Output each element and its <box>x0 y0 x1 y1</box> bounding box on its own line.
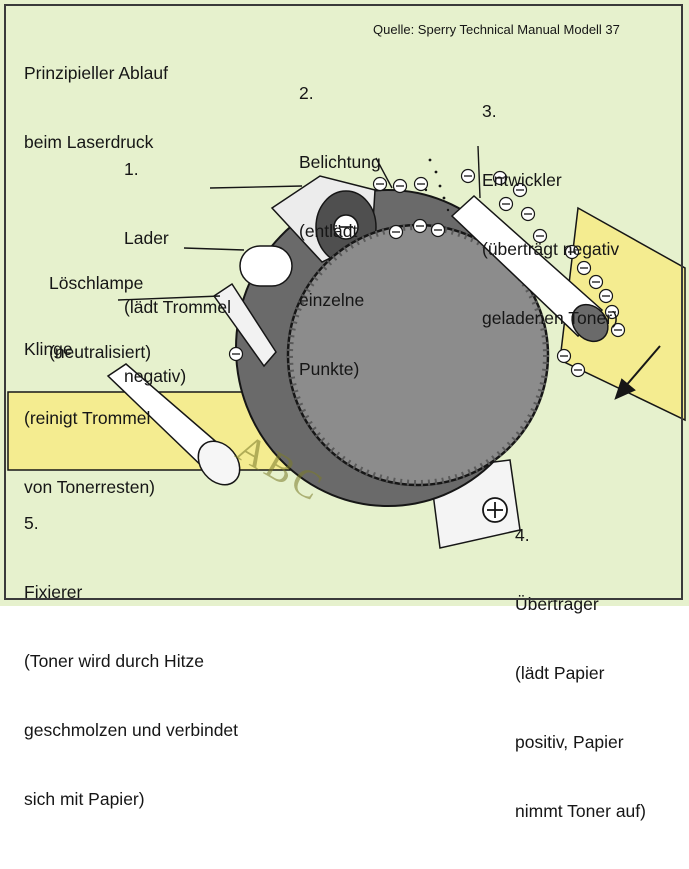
label-fixierer: 5. Fixierer (Toner wird durch Hitze gesc… <box>24 466 238 857</box>
label-line: (Toner wird durch Hitze <box>24 650 238 673</box>
label-line: Entwickler <box>482 169 619 192</box>
label-line: einzelne <box>299 289 381 312</box>
label-line: Punkte) <box>299 358 381 381</box>
label-line: 4. <box>515 524 646 547</box>
label-line: positiv, Papier <box>515 731 646 754</box>
label-line: geladenen Toner) <box>482 307 619 330</box>
label-line: Belichtung <box>299 151 381 174</box>
diagram-page: ABC Prinzipieller Ablauf beim Laserdruck… <box>0 0 689 606</box>
label-line: geschmolzen und verbindet <box>24 719 238 742</box>
label-uebertrager: 4. Übertrager (lädt Papier positiv, Papi… <box>515 478 646 869</box>
label-line: (überträgt negativ <box>482 238 619 261</box>
label-belichtung: 2. Belichtung (entlädt einzelne Punkte) <box>299 36 381 427</box>
label-line: (entlädt <box>299 220 381 243</box>
label-line: (reinigt Trommel <box>24 407 155 430</box>
label-entwickler: 3. Entwickler (überträgt negativ geladen… <box>482 54 619 376</box>
source-credit: Quelle: Sperry Technical Manual Modell 3… <box>373 22 620 38</box>
label-line: Übertrager <box>515 593 646 616</box>
label-line: Klinge <box>24 338 155 361</box>
label-line: sich mit Papier) <box>24 788 238 811</box>
label-line: nimmt Toner auf) <box>515 800 646 823</box>
label-line: 5. <box>24 512 238 535</box>
label-line: 2. <box>299 82 381 105</box>
label-line: (lädt Papier <box>515 662 646 685</box>
title-line: Prinzipieller Ablauf <box>24 62 168 85</box>
label-line: 1. <box>124 158 231 181</box>
label-line: 3. <box>482 100 619 123</box>
erase-lamp <box>240 246 292 286</box>
label-line: Fixierer <box>24 581 238 604</box>
